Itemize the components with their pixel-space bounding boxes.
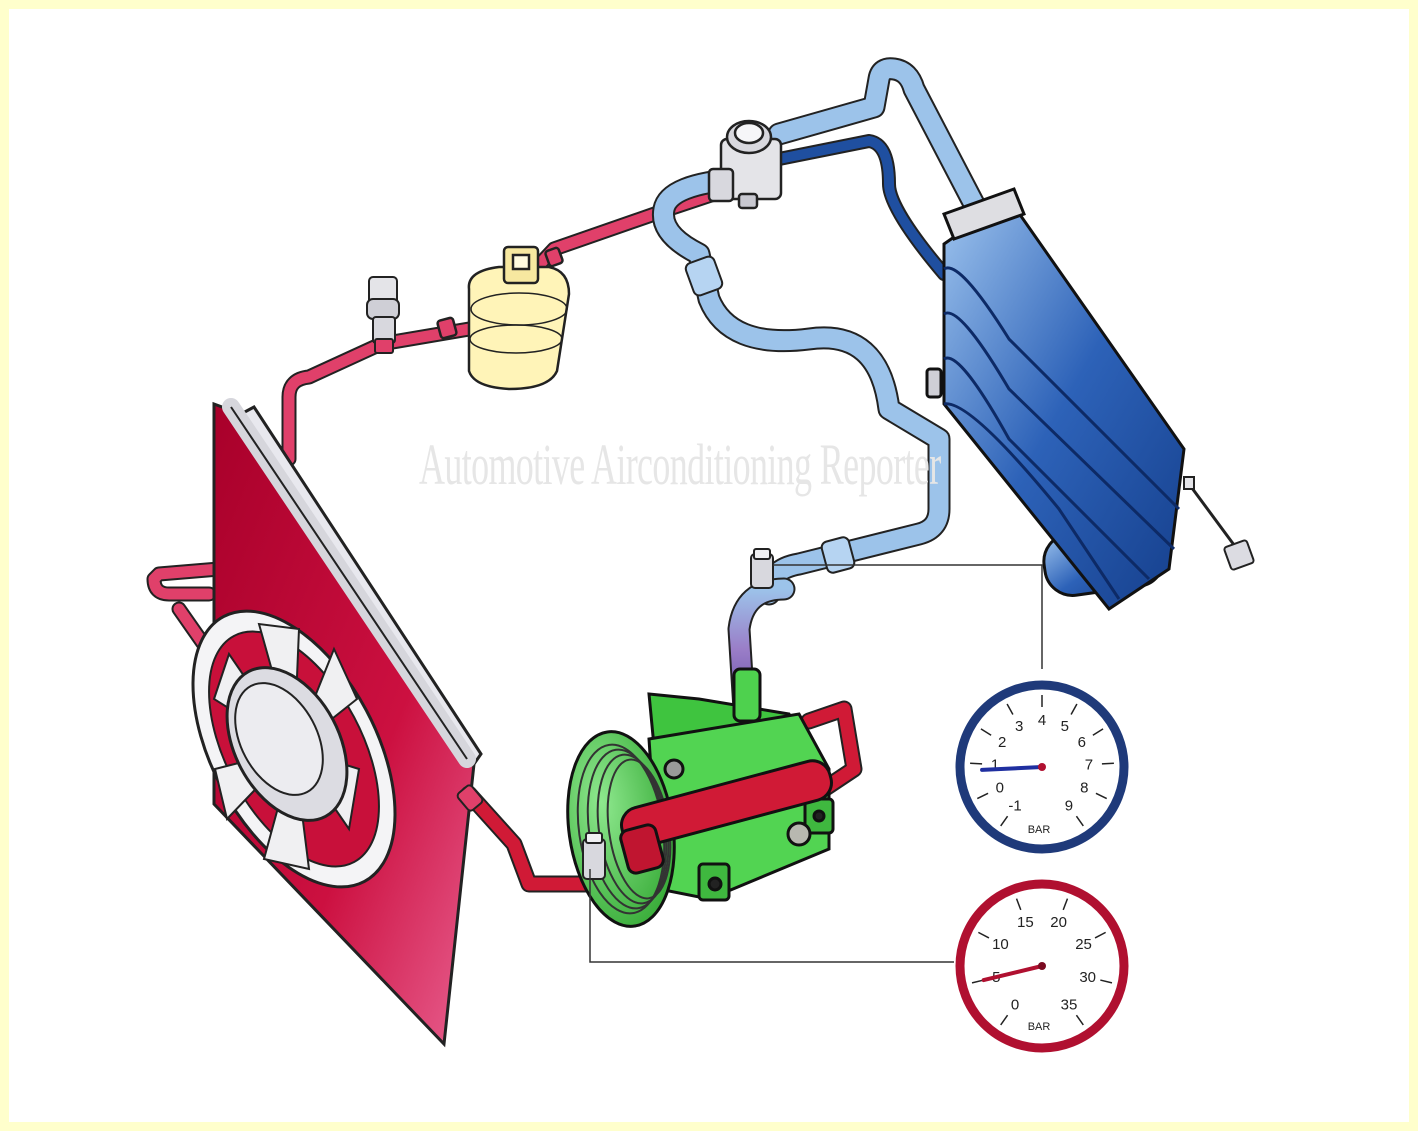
low-gauge-tick-label: 9 xyxy=(1065,798,1073,815)
low-gauge-tick-label: 2 xyxy=(998,734,1006,751)
high-gauge-tick-label: 30 xyxy=(1079,969,1096,986)
high-gauge-hub xyxy=(1038,962,1046,970)
high-gauge-tick-label: 35 xyxy=(1061,997,1078,1014)
low-gauge-tick-label: 4 xyxy=(1038,712,1046,729)
high-pressure-gauge: 05101520253035 BAR xyxy=(960,884,1124,1048)
low-gauge-tick-label: 8 xyxy=(1080,780,1088,797)
low-gauge-tick-label: 7 xyxy=(1085,757,1093,774)
high-gauge-tick-label: 25 xyxy=(1075,936,1092,953)
low-side-gauge-line xyxy=(773,565,1042,669)
low-gauge-tick-label: 0 xyxy=(996,780,1004,797)
high-gauge-tick-label: 15 xyxy=(1017,914,1034,931)
high-gauge-tick-label: 10 xyxy=(992,936,1009,953)
compressor xyxy=(556,669,836,933)
watermark-text: Automotive Airconditioning Reporter xyxy=(419,431,941,498)
low-side-service-port xyxy=(751,549,773,588)
low-gauge-unit: BAR xyxy=(1028,824,1051,836)
high-side-service-port xyxy=(583,833,605,879)
high-gauge-unit: BAR xyxy=(1028,1021,1051,1033)
low-gauge-tick-label: 3 xyxy=(1015,718,1023,735)
condenser xyxy=(151,404,481,1044)
low-gauge-tick xyxy=(1102,763,1114,764)
low-gauge-tick-label: 5 xyxy=(1061,718,1069,735)
evaporator xyxy=(927,189,1184,609)
high-gauge-tick-label: 0 xyxy=(1011,997,1019,1014)
temperature-sensor xyxy=(1184,477,1254,570)
expansion-valve xyxy=(709,121,781,208)
low-gauge-hub xyxy=(1038,763,1046,771)
low-gauge-tick xyxy=(970,763,982,764)
receiver-drier xyxy=(437,247,569,389)
low-gauge-tick-label: -1 xyxy=(1008,798,1021,815)
high-gauge-tick-label: 20 xyxy=(1050,914,1067,931)
low-gauge-tick-label: 6 xyxy=(1078,734,1086,751)
